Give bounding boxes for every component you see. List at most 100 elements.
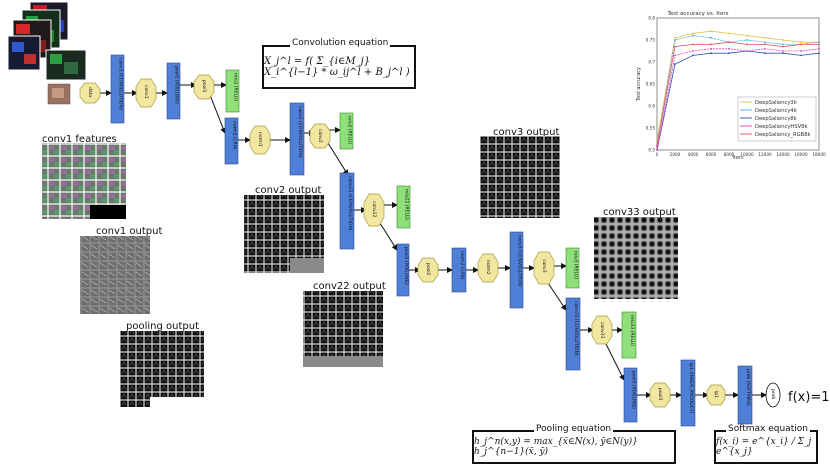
layer-pool1[interactable]: pool1 (POOLING) xyxy=(166,62,181,120)
layer-conv2[interactable]: conv2 (CONVOLUTION) xyxy=(289,102,305,176)
chart-x-tick: 10000 xyxy=(740,152,754,157)
chart-point xyxy=(782,43,784,46)
relu2-node[interactable]: relu2 (RELU) xyxy=(339,112,354,150)
blob-norm2[interactable]: norm2 xyxy=(477,253,499,283)
conv3-output-title: conv3 output xyxy=(493,127,560,138)
svg-text:ip1: ip1 xyxy=(713,391,719,398)
blob-pool1[interactable]: pool1 xyxy=(193,74,215,100)
layer-conv1-label: conv1 (CONVOLUTION) xyxy=(118,58,124,110)
blob-conv22[interactable]: conv22 xyxy=(363,193,385,227)
layer-conv33-label: conv33 (CONVOLUTION) xyxy=(573,301,579,356)
chart-ylabel: Test accuracy xyxy=(636,67,642,102)
layer-pool1-label: pool1 (POOLING) xyxy=(174,66,180,104)
chart-series-line xyxy=(656,41,819,146)
svg-text:pool1: pool1 xyxy=(201,80,207,93)
layer-conv33[interactable]: conv33 (CONVOLUTION) xyxy=(565,297,581,371)
chart-point xyxy=(674,63,676,66)
chart-y-tick: 0.65 xyxy=(646,82,656,87)
relu22-label: relu22 (RELU) xyxy=(404,189,410,220)
chart-point xyxy=(818,41,820,44)
conv33-output-title: conv33 output xyxy=(603,207,676,218)
relu1-node[interactable]: relu1 (RELU) xyxy=(225,69,240,113)
relu-nodes: relu1 (RELU) relu2 (RELU) relu22 (RELU) … xyxy=(225,69,637,359)
chart-point xyxy=(728,52,730,55)
conv1-features-title: conv1 features xyxy=(42,134,117,145)
conv1-output-grid xyxy=(80,236,150,314)
chart-legend-label: DeepSaliency_RGB8k xyxy=(755,132,811,138)
svg-text:prob: prob xyxy=(770,389,776,399)
blob-norm1[interactable]: norm1 xyxy=(249,125,271,155)
chart-point xyxy=(818,52,820,55)
svg-text:conv3: conv3 xyxy=(541,259,547,273)
chart-point xyxy=(656,144,658,147)
blob-conv33[interactable]: conv33 xyxy=(591,315,613,345)
chart-point xyxy=(746,50,748,52)
blob-prob[interactable]: prob xyxy=(765,382,781,408)
chart-point xyxy=(710,30,712,33)
chart-point xyxy=(710,52,712,55)
blob-pool3[interactable]: pool3 xyxy=(649,382,671,408)
chart-point xyxy=(782,52,784,55)
chart-point xyxy=(710,43,712,46)
svg-text:norm1: norm1 xyxy=(257,132,263,147)
chart-point xyxy=(728,47,730,50)
chart-series-line xyxy=(656,48,820,151)
layer-pool2[interactable]: pool2 (POOLING) xyxy=(396,243,410,297)
relu3-label: relu3 (RELU) xyxy=(573,251,579,279)
pooling-equation: h_j^n(x,y) = max_{x̄∈N(x), ȳ∈N(y)} h_j^{… xyxy=(474,437,638,457)
layer-conv22-label: conv22 (CONVOLUTION) xyxy=(347,176,353,231)
chart-point xyxy=(674,45,676,48)
softmax-equation-title: Softmax equation xyxy=(726,424,810,434)
layer-norm2[interactable]: norm2 (LRN) xyxy=(451,247,467,293)
blob-conv3[interactable]: conv3 xyxy=(533,251,555,285)
chart-xlabel: Iters xyxy=(732,155,744,161)
chart-x-tick: 12000 xyxy=(758,152,772,157)
svg-text:pool3: pool3 xyxy=(657,388,663,401)
chart-point xyxy=(674,39,676,41)
layer-conv22[interactable]: conv22 (CONVOLUTION) xyxy=(339,172,355,250)
chart-point xyxy=(800,41,802,44)
layer-pool3-label: pool3 (POOLING) xyxy=(631,371,637,409)
layer-prob-label: prob (SOFTMAX) xyxy=(745,369,751,406)
pooling-output-title: pooling output xyxy=(126,321,199,332)
chart-point xyxy=(692,50,694,52)
chart-point xyxy=(818,47,820,50)
blob-conv1[interactable]: conv1 xyxy=(135,78,157,108)
blob-conv2[interactable]: conv2 xyxy=(309,123,331,149)
relu22-node[interactable]: relu22 (RELU) xyxy=(396,185,411,229)
blob-data[interactable]: data xyxy=(79,82,101,104)
layer-norm1[interactable]: norm1 (LRN) xyxy=(224,117,239,165)
layer-pool3[interactable]: pool3 (POOLING) xyxy=(623,367,638,423)
chart-point xyxy=(800,43,802,46)
layer-prob[interactable]: prob (SOFTMAX) xyxy=(737,365,753,425)
chart-point xyxy=(746,34,748,37)
chart-point xyxy=(692,34,694,37)
chart-point xyxy=(692,32,694,35)
chart-x-tick: 16000 xyxy=(794,152,808,157)
layer-conv3[interactable]: conv3 (CONVOLUTION) xyxy=(509,231,524,309)
chart-y-tick: 0.55 xyxy=(646,126,656,131)
relu3-node[interactable]: relu3 (RELU) xyxy=(565,247,580,289)
layer-conv1[interactable]: conv1 (CONVOLUTION) xyxy=(110,54,125,124)
blob-pool2[interactable]: pool2 xyxy=(417,257,439,283)
softmax-equation-box: f(x_i) = e^{x_i} / Σ_j e^{x_j} xyxy=(714,430,818,464)
blob-ip1[interactable]: ip1 xyxy=(706,384,726,406)
svg-text:conv22: conv22 xyxy=(371,201,377,218)
chart-point xyxy=(800,50,802,52)
chart-x-tick: 6000 xyxy=(706,152,717,157)
chart-legend-label: DeepSaliency3k xyxy=(755,100,797,106)
chart-point xyxy=(782,50,784,52)
chart-series-line xyxy=(656,35,820,146)
chart-point xyxy=(692,43,694,46)
chart-y-tick: 0.75 xyxy=(646,38,656,43)
chart-point xyxy=(800,54,802,57)
layer-norm2-label: norm2 (LRN) xyxy=(459,251,465,280)
chart-point xyxy=(782,45,784,48)
layer-ip1[interactable]: ip1 (INNER_PRODUCT) xyxy=(680,359,696,427)
blob-nodes: data conv1 pool1 norm1 conv2 conv22 pool… xyxy=(79,74,781,408)
layer-pool2-label: pool2 (POOLING) xyxy=(403,247,409,285)
chart-x-tick: 4000 xyxy=(688,152,699,157)
chart-point xyxy=(818,43,820,46)
relu2-label: relu2 (RELU) xyxy=(347,116,353,144)
relu33-node[interactable]: relu33 (RELU) xyxy=(621,311,637,359)
